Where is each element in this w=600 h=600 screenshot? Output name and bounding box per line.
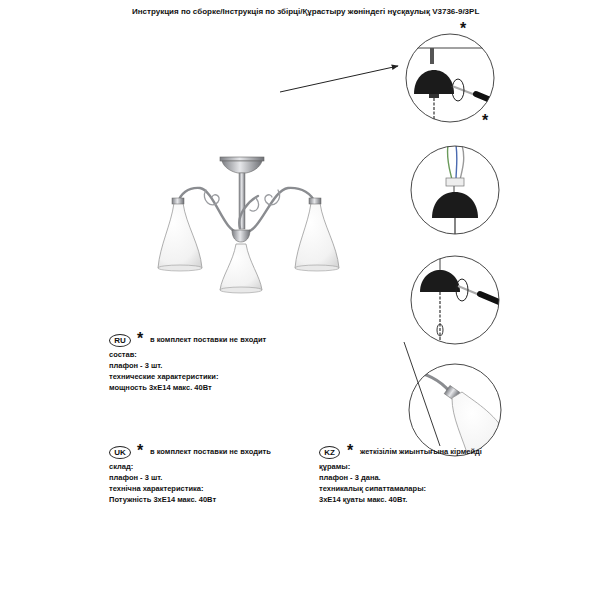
asterisk-mark: * — [460, 20, 466, 38]
spec-text: технічна характеристика: — [109, 485, 203, 493]
leader-line — [404, 342, 440, 446]
detail-canopy — [420, 255, 504, 348]
chandelier-drawing — [158, 157, 339, 293]
sheet-title: Инструкция по сборке/Інструкція по збірц… — [132, 8, 479, 17]
spec-text: техникалық сипаттамалары: — [319, 485, 426, 493]
spec-text: плафон - 3 шт. — [109, 362, 162, 370]
language-code: RU — [114, 337, 126, 345]
spec-text: плафон - 3 шт. — [109, 474, 162, 482]
language-badge: RU — [109, 334, 131, 347]
detail-wiring — [432, 145, 478, 240]
asterisk-mark: * — [482, 112, 488, 130]
asterisk-mark: * — [137, 442, 143, 460]
spec-text: плафон - 3 дана. — [319, 474, 381, 482]
note-text: в комплект поставки не входить — [150, 448, 271, 456]
asterisk-mark: * — [347, 442, 353, 460]
spec-text: склад: — [109, 463, 133, 471]
spec-text: состав: — [109, 351, 137, 359]
spec-text: технические характеристики: — [109, 373, 218, 381]
detail-mounting — [400, 48, 500, 130]
language-code: UK — [114, 449, 126, 457]
note-text: в комплект поставки не входит — [150, 336, 266, 344]
spec-text: құрамы: — [319, 463, 350, 471]
spec-text: Потужність 3хЕ14 макс. 40Вт — [109, 496, 216, 504]
spec-text: мощность 3хЕ14 макс. 40Вт — [109, 384, 212, 392]
language-code: KZ — [324, 449, 335, 457]
language-badge: KZ — [319, 446, 340, 459]
asterisk-mark: * — [137, 330, 143, 348]
pointer-arrow — [280, 66, 398, 92]
spec-text: 3хЕ14 қуаты макс. 40Вт. — [319, 496, 407, 504]
note-text: жеткізілім жиынтығына кірмейді — [360, 448, 482, 456]
language-badge: UK — [109, 446, 131, 459]
